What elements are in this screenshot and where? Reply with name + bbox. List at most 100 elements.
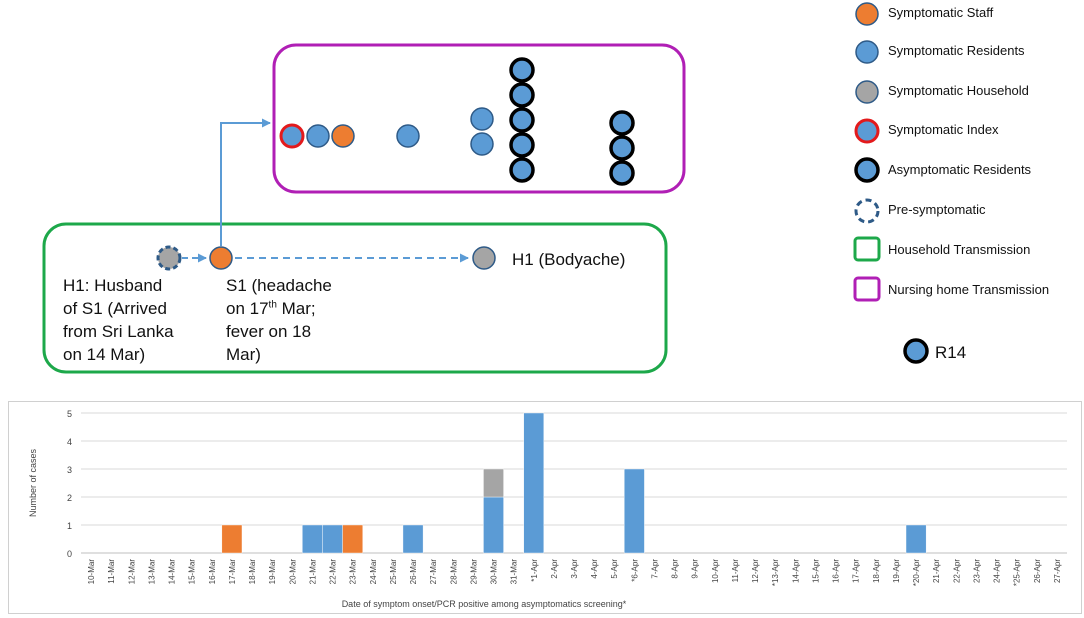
s1-text-part: on 17 <box>226 299 269 318</box>
legend-label-household: Symptomatic Household <box>888 83 1029 98</box>
x-tick-label: *1-Apr <box>530 559 539 582</box>
x-tick-label: 23-Apr <box>972 559 981 583</box>
x-tick-label: 17-Mar <box>228 559 237 585</box>
h1-bodyache-label: H1 (Bodyache) <box>512 250 626 269</box>
x-tick-label: 14-Apr <box>791 559 800 583</box>
red-outline-circle-icon <box>854 118 880 144</box>
legend-label-nursing-transmission: Nursing home Transmission <box>888 282 1050 297</box>
asymptomatic-resident-node <box>609 135 635 161</box>
x-tick-label: 5-Apr <box>610 559 619 579</box>
x-tick-label: 31-Mar <box>510 559 519 585</box>
bar-resident <box>624 468 645 554</box>
asymptomatic-resident-node <box>509 157 535 183</box>
x-tick-label: 21-Apr <box>932 559 941 583</box>
y-tick-label: 0 <box>67 549 72 559</box>
asymptomatic-column-2 <box>609 110 635 186</box>
x-tick-label: 17-Apr <box>852 559 861 583</box>
x-tick-label: 30-Mar <box>490 559 499 585</box>
x-tick-label: 2-Apr <box>550 559 559 579</box>
x-tick-label: 13-Mar <box>147 559 156 585</box>
legend-label-household-transmission: Household Transmission <box>888 242 1031 257</box>
asymptomatic-resident-node <box>609 160 635 186</box>
h1-household-node <box>472 246 496 270</box>
blue-circle-icon <box>855 40 879 64</box>
x-tick-label: *25-Apr <box>1013 559 1022 586</box>
x-tick-label: 22-Mar <box>329 559 338 585</box>
bar-resident <box>402 524 424 554</box>
x-tick-label: 11-Apr <box>731 559 740 583</box>
legend-label-index: Symptomatic Index <box>888 122 999 137</box>
h1-presymptomatic-node <box>156 245 182 271</box>
h1-description-line: from Sri Lanka <box>63 322 174 341</box>
s1-text-superscript: th <box>268 299 277 311</box>
bar-staff <box>221 524 243 554</box>
bar-resident <box>483 496 504 554</box>
x-tick-label: 15-Mar <box>188 559 197 585</box>
x-tick-label: 26-Apr <box>1033 559 1042 583</box>
asymptomatic-resident-node <box>509 107 535 133</box>
dashed-circle-icon <box>854 198 880 224</box>
asymptomatic-resident-node <box>509 57 535 83</box>
index-case-node <box>279 123 305 149</box>
h1-description-line: on 14 Mar) <box>63 345 146 364</box>
s1-description-line: on 17th Mar; <box>226 297 332 320</box>
x-tick-label: 18-Mar <box>248 559 257 585</box>
x-tick-label: 22-Apr <box>952 559 961 583</box>
y-tick-label: 5 <box>67 409 72 419</box>
x-tick-label: 19-Mar <box>268 559 277 585</box>
x-tick-label: 24-Apr <box>993 559 1002 583</box>
x-tick-label: 10-Apr <box>711 559 720 583</box>
x-tick-label: 11-Mar <box>107 559 116 584</box>
x-tick-label: *20-Apr <box>912 559 921 586</box>
resident-node <box>470 132 494 156</box>
x-tick-label: 7-Apr <box>650 559 659 579</box>
x-tick-label: 8-Apr <box>671 559 680 579</box>
y-tick-label: 4 <box>67 437 72 447</box>
h1-description-line: H1: Husband <box>63 276 163 295</box>
x-axis-label: Date of symptom onset/PCR positive among… <box>342 599 627 609</box>
black-outline-circle-icon <box>854 157 880 183</box>
legend-label-staff: Symptomatic Staff <box>888 5 994 20</box>
s1-description-line: Mar) <box>226 345 261 364</box>
resident-node <box>306 124 330 148</box>
bar-staff <box>342 524 363 554</box>
s1-description-line: fever on 18 <box>226 322 312 341</box>
y-tick-label: 3 <box>67 465 72 475</box>
h1-description: H1: Husband of S1 (Arrived from Sri Lank… <box>63 274 174 366</box>
x-tick-label: 21-Mar <box>308 559 317 585</box>
orange-circle-icon <box>855 2 879 26</box>
bar-resident <box>523 412 545 554</box>
x-tick-label: 20-Mar <box>288 559 297 585</box>
bar-resident <box>905 524 927 554</box>
green-box-icon <box>853 236 881 262</box>
asymptomatic-resident-node <box>609 110 635 136</box>
x-tick-label: *13-Apr <box>771 559 780 586</box>
x-tick-label: 16-Mar <box>208 559 217 585</box>
asymptomatic-column-1 <box>509 57 535 183</box>
x-tick-label: 10-Mar <box>87 559 96 585</box>
x-tick-label: 27-Apr <box>1053 559 1062 583</box>
staff-node <box>331 124 355 148</box>
asymptomatic-resident-node <box>509 82 535 108</box>
x-tick-label: 9-Apr <box>691 559 700 579</box>
resident-node <box>470 107 494 131</box>
resident-node <box>396 124 420 148</box>
y-tick-label: 2 <box>67 493 72 503</box>
x-tick-label: *6-Apr <box>630 559 639 582</box>
x-tick-label: 12-Mar <box>127 559 136 585</box>
legend-label-r14: R14 <box>935 343 967 362</box>
s1-staff-node <box>209 246 233 270</box>
s1-description-line: S1 (headache <box>226 276 332 295</box>
x-tick-label: 25-Mar <box>389 559 398 585</box>
x-tick-label: 28-Mar <box>449 559 458 585</box>
x-tick-label: 3-Apr <box>570 559 579 579</box>
x-tick-label: 4-Apr <box>590 559 599 579</box>
bar-resident <box>322 524 343 554</box>
asymptomatic-resident-node <box>509 132 535 158</box>
x-tick-label: 29-Mar <box>469 559 478 585</box>
x-tick-label: 16-Apr <box>832 559 841 583</box>
x-tick-label: 26-Mar <box>409 559 418 585</box>
grey-circle-icon <box>855 80 879 104</box>
